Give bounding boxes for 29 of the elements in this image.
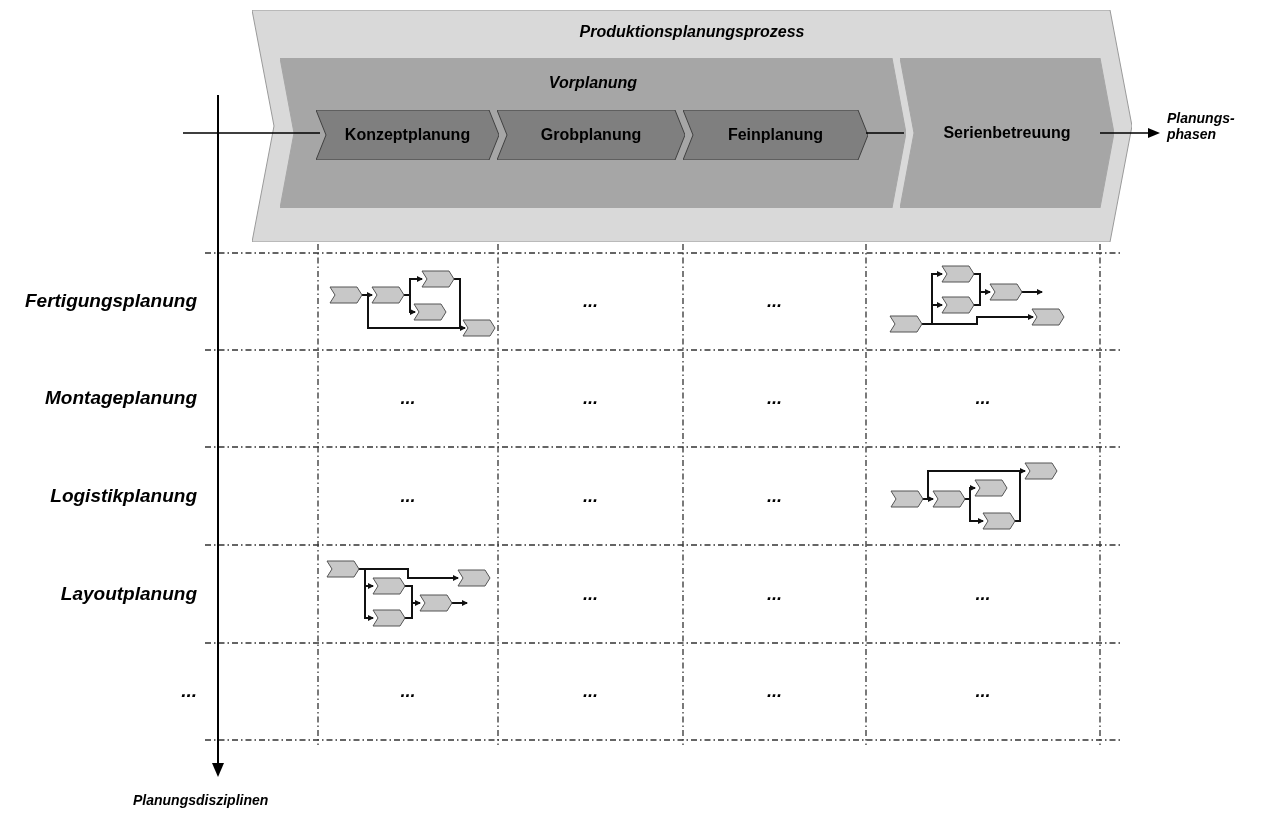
ellipsis-text: ... (583, 484, 598, 508)
ellipsis-text: ... (583, 582, 598, 606)
ellipsis-text: ... (583, 290, 598, 313)
ellipsis-text: ... (400, 484, 416, 508)
row-header: Logistikplanung (50, 483, 197, 508)
ellipsis-text: ... (583, 387, 598, 410)
axis-label: Planungs- phasen (1167, 110, 1236, 142)
section-title: Vorplanung (548, 73, 638, 93)
step-label: Serienbetreuung (943, 123, 1071, 143)
row-header: Layoutplanung (60, 581, 197, 606)
row-header: ... (181, 679, 197, 704)
ellipsis-text: ... (975, 680, 991, 703)
ellipsis-text: ... (400, 680, 416, 703)
ellipsis-text: ... (767, 290, 782, 313)
ellipsis-text: ... (975, 582, 991, 606)
step-label: Feinplanung (727, 125, 824, 145)
ellipsis-text: ... (400, 387, 416, 410)
row-header: Fertigungsplanung (24, 289, 197, 314)
ellipsis-text: ... (767, 582, 782, 606)
ellipsis-text: ... (767, 387, 782, 410)
ellipsis-text: ... (583, 680, 598, 703)
axis-label: Planungsdisziplinen (133, 791, 269, 810)
step-label: Grobplanung (540, 125, 642, 145)
section-title: Produktionsplanungsprozess (579, 22, 805, 42)
ellipsis-text: ... (975, 387, 991, 410)
ellipsis-text: ... (767, 680, 782, 703)
row-header: Montageplanung (45, 386, 197, 411)
step-label: Konzeptplanung (344, 125, 471, 145)
ellipsis-text: ... (767, 484, 782, 508)
